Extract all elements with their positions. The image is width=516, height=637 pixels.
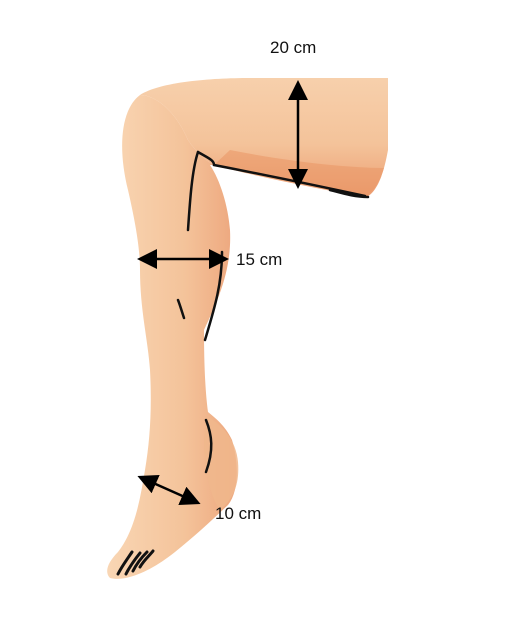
leg-shape: [107, 95, 237, 579]
shin-line: [176, 298, 186, 320]
thigh-measurement-label: 20 cm: [270, 38, 317, 57]
ankle-measure-arrow: [137, 474, 201, 506]
toe-line: [131, 550, 149, 573]
toe-lines: [116, 549, 155, 576]
toe-line: [124, 551, 142, 576]
knee-crease-line: [196, 150, 367, 198]
toe-line: [138, 549, 155, 569]
heel-shape: [204, 416, 239, 510]
achilles-line: [204, 418, 213, 474]
calf-measurement-label: 15 cm: [236, 250, 283, 269]
thigh-bottom-line: [328, 188, 370, 199]
toe-line: [116, 550, 134, 576]
ankle-measurement-label: 10 cm: [215, 504, 262, 523]
knee-back-line: [186, 150, 200, 232]
